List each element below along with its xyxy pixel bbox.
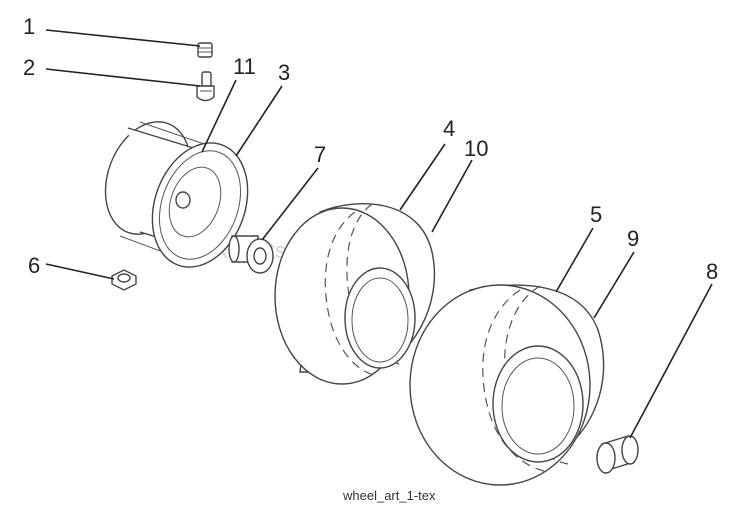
callout-7: 7 xyxy=(314,142,326,167)
callout-11: 11 xyxy=(233,54,256,79)
rim-part xyxy=(104,121,249,268)
bushing-part xyxy=(228,235,274,274)
callout-5: 5 xyxy=(590,202,602,227)
leader-7 xyxy=(261,167,319,241)
valve-stem-part xyxy=(196,71,215,102)
rear-tire-part xyxy=(409,284,605,486)
leader-1 xyxy=(45,29,201,47)
callout-8: 8 xyxy=(706,259,718,284)
callout-10: 10 xyxy=(464,136,488,161)
callout-4: 4 xyxy=(443,116,455,141)
front-tire-part xyxy=(274,203,436,385)
leader-9 xyxy=(593,251,635,319)
leader-10 xyxy=(431,159,473,233)
leader-5 xyxy=(555,227,594,293)
leader-11 xyxy=(201,79,237,153)
callout-2: 2 xyxy=(23,55,35,80)
callout-9: 9 xyxy=(627,226,639,251)
leader-4 xyxy=(399,143,446,211)
valve-cap-part xyxy=(197,42,213,58)
callout-6: 6 xyxy=(28,253,40,278)
leader-6 xyxy=(45,263,115,280)
leader-2 xyxy=(45,68,201,87)
leader-8 xyxy=(629,283,713,439)
leader-3 xyxy=(235,85,283,157)
figure-caption: wheel_art_1-tex xyxy=(342,488,436,503)
callout-1: 1 xyxy=(23,14,35,39)
hub-cap-part xyxy=(596,435,639,474)
bolt-part xyxy=(111,269,137,291)
callout-3: 3 xyxy=(278,60,290,85)
